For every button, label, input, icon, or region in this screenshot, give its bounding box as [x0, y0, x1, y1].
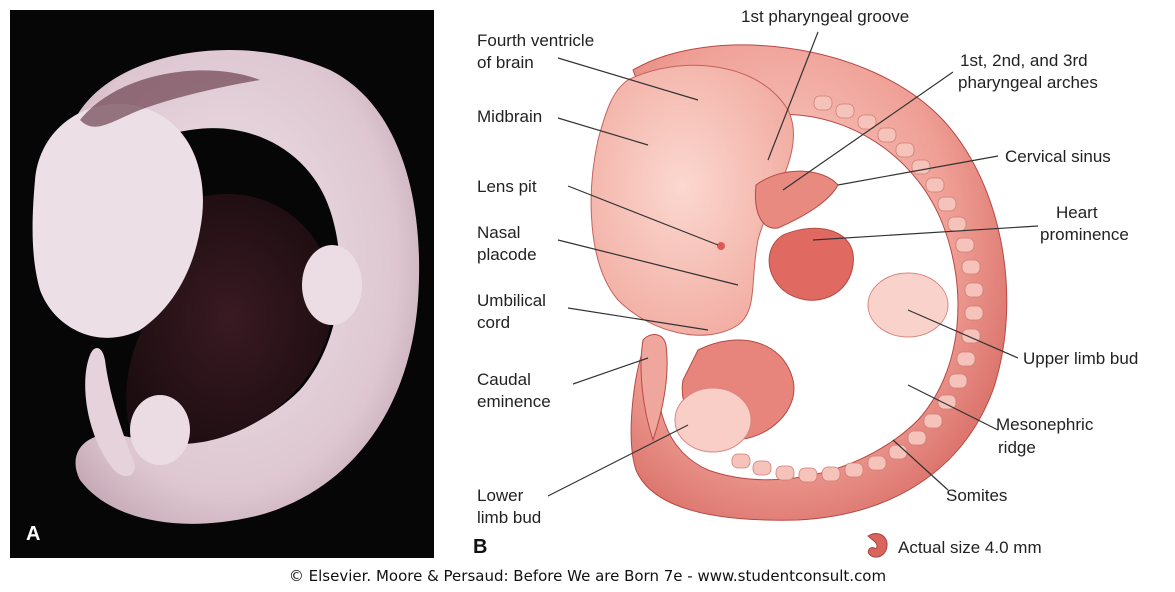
label-pharyngeal-arches-line1: 1st, 2nd, and 3rd: [960, 50, 1088, 71]
panel-a-letter: A: [26, 523, 40, 546]
label-umbilical-cord-line2: cord: [477, 312, 510, 333]
embryo-photo-illustration: [10, 10, 434, 558]
label-cervical-sinus: Cervical sinus: [1005, 146, 1111, 167]
label-nasal-placode-line1: Nasal: [477, 222, 520, 243]
label-1st-pharyngeal-groove: 1st pharyngeal groove: [741, 6, 909, 27]
copyright-caption: © Elsevier. Moore & Persaud: Before We a…: [0, 567, 1175, 585]
label-fourth-ventricle-line1: Fourth ventricle: [477, 30, 594, 51]
label-nasal-placode-line2: placode: [477, 244, 537, 265]
scale-note: Actual size 4.0 mm: [898, 537, 1042, 558]
label-upper-limb-bud: Upper limb bud: [1023, 348, 1138, 369]
label-umbilical-cord-line1: Umbilical: [477, 290, 546, 311]
label-somites: Somites: [946, 485, 1007, 506]
label-caudal-eminence-line2: eminence: [477, 391, 551, 412]
label-mesonephric-ridge-line1: Mesonephric: [996, 414, 1093, 435]
label-fourth-ventricle-line2: of brain: [477, 52, 534, 73]
label-pharyngeal-arches-line2: pharyngeal arches: [958, 72, 1098, 93]
actual-size-embryo-icon: [868, 534, 887, 558]
embryo-photograph: [10, 10, 434, 558]
label-heart-prominence-line1: Heart: [1056, 202, 1098, 223]
label-caudal-eminence-line1: Caudal: [477, 369, 531, 390]
label-mesonephric-ridge-line2: ridge: [998, 437, 1036, 458]
label-heart-prominence-line2: prominence: [1040, 224, 1129, 245]
embryo-drawing-panel: 1st pharyngeal groove Fourth ventricle o…: [438, 0, 1175, 570]
label-midbrain: Midbrain: [477, 106, 542, 127]
panel-b-letter: B: [473, 536, 487, 559]
label-lens-pit: Lens pit: [477, 176, 537, 197]
label-lower-limb-bud-line1: Lower: [477, 485, 523, 506]
label-lower-limb-bud-line2: limb bud: [477, 507, 541, 528]
